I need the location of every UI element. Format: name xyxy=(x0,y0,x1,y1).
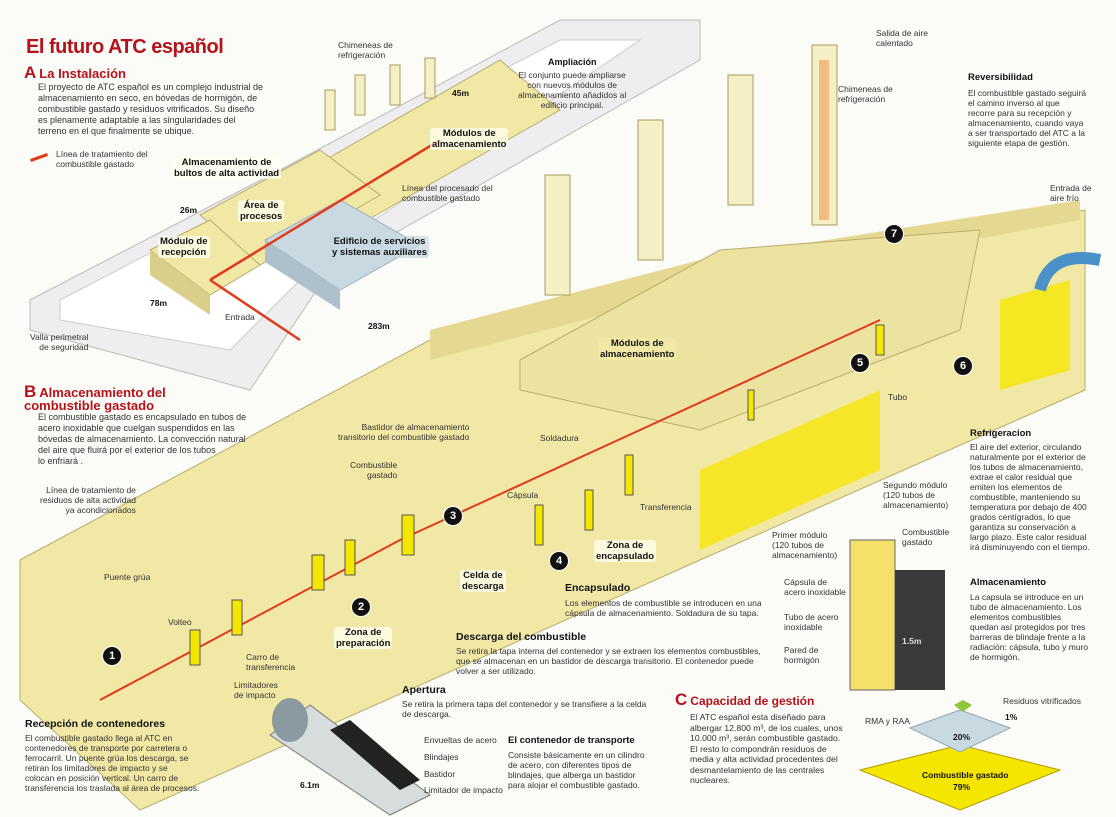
processing-line xyxy=(209,138,441,282)
label-valla: Valla perimetral de seguridad xyxy=(30,332,89,352)
step-5-title: Almacenamiento xyxy=(970,577,1047,588)
label-limitadores: Limitadores de impacto xyxy=(234,680,278,700)
label-primer-modulo: Primer módulo (120 tubos de almacenamien… xyxy=(772,530,838,560)
label-celda-descarga: Celda de descarga xyxy=(460,570,506,592)
step-6-body: El aire del exterior, circulando natural… xyxy=(970,442,1090,552)
label-capsula-acero: Cápsula de acero inoxidable xyxy=(784,577,846,597)
label-26m: 26m xyxy=(180,205,198,215)
plant-building xyxy=(19,44,1102,816)
storage-tube-cutaway xyxy=(849,539,896,691)
step-3-title: Descarga del combustible xyxy=(456,631,587,643)
cask-length: 6.1m xyxy=(300,780,320,790)
label-segundo-modulo: Segundo módulo (120 tubos de almacenamie… xyxy=(883,480,949,510)
ampliacion-body: El conjunto puede ampliarse con nuevos m… xyxy=(518,70,627,110)
label-bultos: Almacenamiento de bultos de alta activid… xyxy=(172,157,282,179)
cask-part-blindajes: Blindajes xyxy=(424,752,459,762)
label-capsula: Cápsula xyxy=(507,490,539,500)
section-b-body: El combustible gastado es encapsulado en… xyxy=(38,412,247,466)
label-linea-residuos: Línea de tratamiento de residuos de alta… xyxy=(40,485,136,515)
label-zona-preparacion: Zona de preparación xyxy=(334,627,393,649)
cask-part-envueltas: Envueltas de acero xyxy=(424,735,497,745)
label-volteo: Volteo xyxy=(168,617,192,627)
step-1-body: El combustible gastado llega al ATC en c… xyxy=(25,733,200,793)
step-3-body: Se retira la tapa interna del contenedor… xyxy=(456,646,761,676)
section-title: La Instalación xyxy=(39,66,126,81)
label-puente-grua: Puente grúa xyxy=(104,572,151,582)
step-marker-6: 6 xyxy=(953,356,973,376)
step-7-body: El combustible gastado seguirá el camino… xyxy=(968,88,1087,148)
container-body: Consiste básicamente en un cilindro de a… xyxy=(508,750,645,790)
section-letter: B xyxy=(24,382,37,401)
step-marker-3: 3 xyxy=(443,506,463,526)
label-bastidor-transitorio: Bastidor de almacenamiento transitorio d… xyxy=(338,422,470,442)
label-entrada: Entrada xyxy=(225,312,255,322)
section-a-body: El proyecto de ATC español es un complej… xyxy=(38,82,263,136)
label-tubo: Tubo xyxy=(888,392,908,402)
label-1-5m: 1.5m xyxy=(902,636,922,646)
label-transferencia: Transferencia xyxy=(640,502,692,512)
container-title: El contenedor de transporte xyxy=(508,735,635,746)
hot-air-arrow xyxy=(819,60,829,220)
ampliacion-title: Ampliación xyxy=(548,57,597,67)
section-letter: A xyxy=(24,63,37,82)
label-tubo-acero: Tubo de acero inoxidable xyxy=(784,612,839,632)
step-marker-4: 4 xyxy=(549,551,569,571)
pyramid-label-rma: RMA y RAA xyxy=(865,716,910,726)
step-6-title: Refrigeracion xyxy=(970,428,1032,439)
label-45m: 45m xyxy=(452,88,470,98)
cask-part-limitador: Limitador de impacto xyxy=(424,785,503,795)
label-soldadura: Soldadura xyxy=(540,433,579,443)
pyramid-value-combustible: 79% xyxy=(953,782,971,792)
step-4-title: Encapsulado xyxy=(565,582,631,594)
label-zona-encapsulado: Zona de encapsulado xyxy=(594,540,657,562)
step-marker-2: 2 xyxy=(351,597,371,617)
pyramid-label-vitrificados: Residuos vitrificados xyxy=(1003,696,1081,706)
label-78m: 78m xyxy=(150,298,168,308)
section-c-body: El ATC español esta diseñado para alberg… xyxy=(690,712,843,785)
label-modulo-recepcion: Módulo de recepción xyxy=(158,236,210,258)
step-4-body: Los elementos de combustible se introduc… xyxy=(565,598,762,618)
section-title: Capacidad de gestión xyxy=(690,694,815,708)
label-edificio-servicios: Edificio de servicios y sistemas auxilia… xyxy=(330,236,430,258)
step-marker-7: 7 xyxy=(884,224,904,244)
legend-label: Línea de tratamiento del combustible gas… xyxy=(56,149,148,169)
label-salida-aire: Salida de aire calentado xyxy=(876,28,928,48)
storage-vault-grid xyxy=(519,229,981,431)
label-carro-transferencia: Carro de transferencia xyxy=(246,652,296,672)
pyramid-value-rma: 20% xyxy=(953,732,971,742)
section-letter: C xyxy=(675,690,688,709)
concrete-wall-block xyxy=(895,570,945,690)
step-marker-5: 5 xyxy=(850,353,870,373)
step-marker-1: 1 xyxy=(102,646,122,666)
cask-part-bastidor: Bastidor xyxy=(424,769,456,779)
label-combustible-gastado: Combustible gastado xyxy=(350,460,398,480)
pyramid-label-combustible: Combustible gastado xyxy=(922,770,1009,780)
step-2-body: Se retira la primera tapa del contenedor… xyxy=(402,699,647,719)
step-1-title: Recepción de contenedores xyxy=(25,718,166,730)
label-modulos-site: Módulos de almacenamiento xyxy=(430,128,509,150)
label-area-procesos: Área de procesos xyxy=(238,200,285,222)
label-chimeneas-plant: Chimeneas de refrigeración xyxy=(838,84,893,104)
step-5-body: La capsula se introduce en un tubo de al… xyxy=(970,592,1089,662)
label-linea-procesado: Línea del procesado del combustible gast… xyxy=(402,183,493,203)
label-pared: Pared de hormigón xyxy=(784,645,820,665)
label-chimeneas-site: Chimeneas de refrigeración xyxy=(338,40,393,60)
section-title: Almacenamiento del combustible gastado xyxy=(24,385,166,413)
transport-cask xyxy=(269,698,431,816)
capacity-pyramid xyxy=(858,700,1062,811)
step-2-title: Apertura xyxy=(402,684,446,696)
pyramid-value-vitrificados: 1% xyxy=(1005,712,1018,722)
storage-tubes-yellow xyxy=(700,390,880,550)
cold-air-arrow xyxy=(1034,252,1102,292)
page-title: El futuro ATC español xyxy=(26,36,224,58)
label-entrada-aire: Entrada de aire frío xyxy=(1050,183,1092,203)
step-7-title: Reversibilidad xyxy=(968,72,1033,83)
label-283m: 283m xyxy=(368,321,390,331)
label-modulos-almacenamiento: Módulos de almacenamiento xyxy=(598,338,677,360)
label-combustible-tubo: Combustible gastado xyxy=(902,527,950,547)
